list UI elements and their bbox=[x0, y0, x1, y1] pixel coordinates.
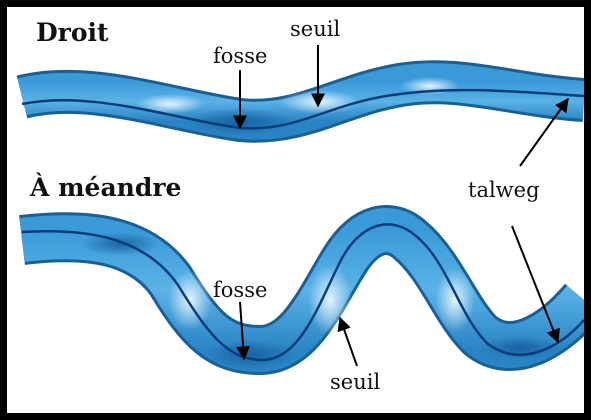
meander-title: À méandre bbox=[29, 173, 181, 202]
straight-riffle-light-area bbox=[280, 90, 360, 114]
meander-channel bbox=[22, 224, 584, 370]
label-seuil-bottom: seuil bbox=[330, 370, 380, 394]
arrow-seuil-bottom bbox=[340, 318, 357, 366]
label-fosse-bottom: fosse bbox=[213, 278, 267, 302]
straight-title: Droit bbox=[36, 18, 109, 47]
label-seuil-top: seuil bbox=[290, 17, 340, 41]
label-talweg: talweg bbox=[468, 178, 540, 202]
river-diagram: Droit À méandre seuil fosse talweg fosse… bbox=[7, 7, 584, 413]
straight-channel bbox=[22, 77, 584, 136]
meander-light-area-2 bbox=[435, 268, 475, 332]
label-fosse-top: fosse bbox=[213, 44, 267, 68]
meander-riffle-light-area bbox=[308, 264, 352, 336]
